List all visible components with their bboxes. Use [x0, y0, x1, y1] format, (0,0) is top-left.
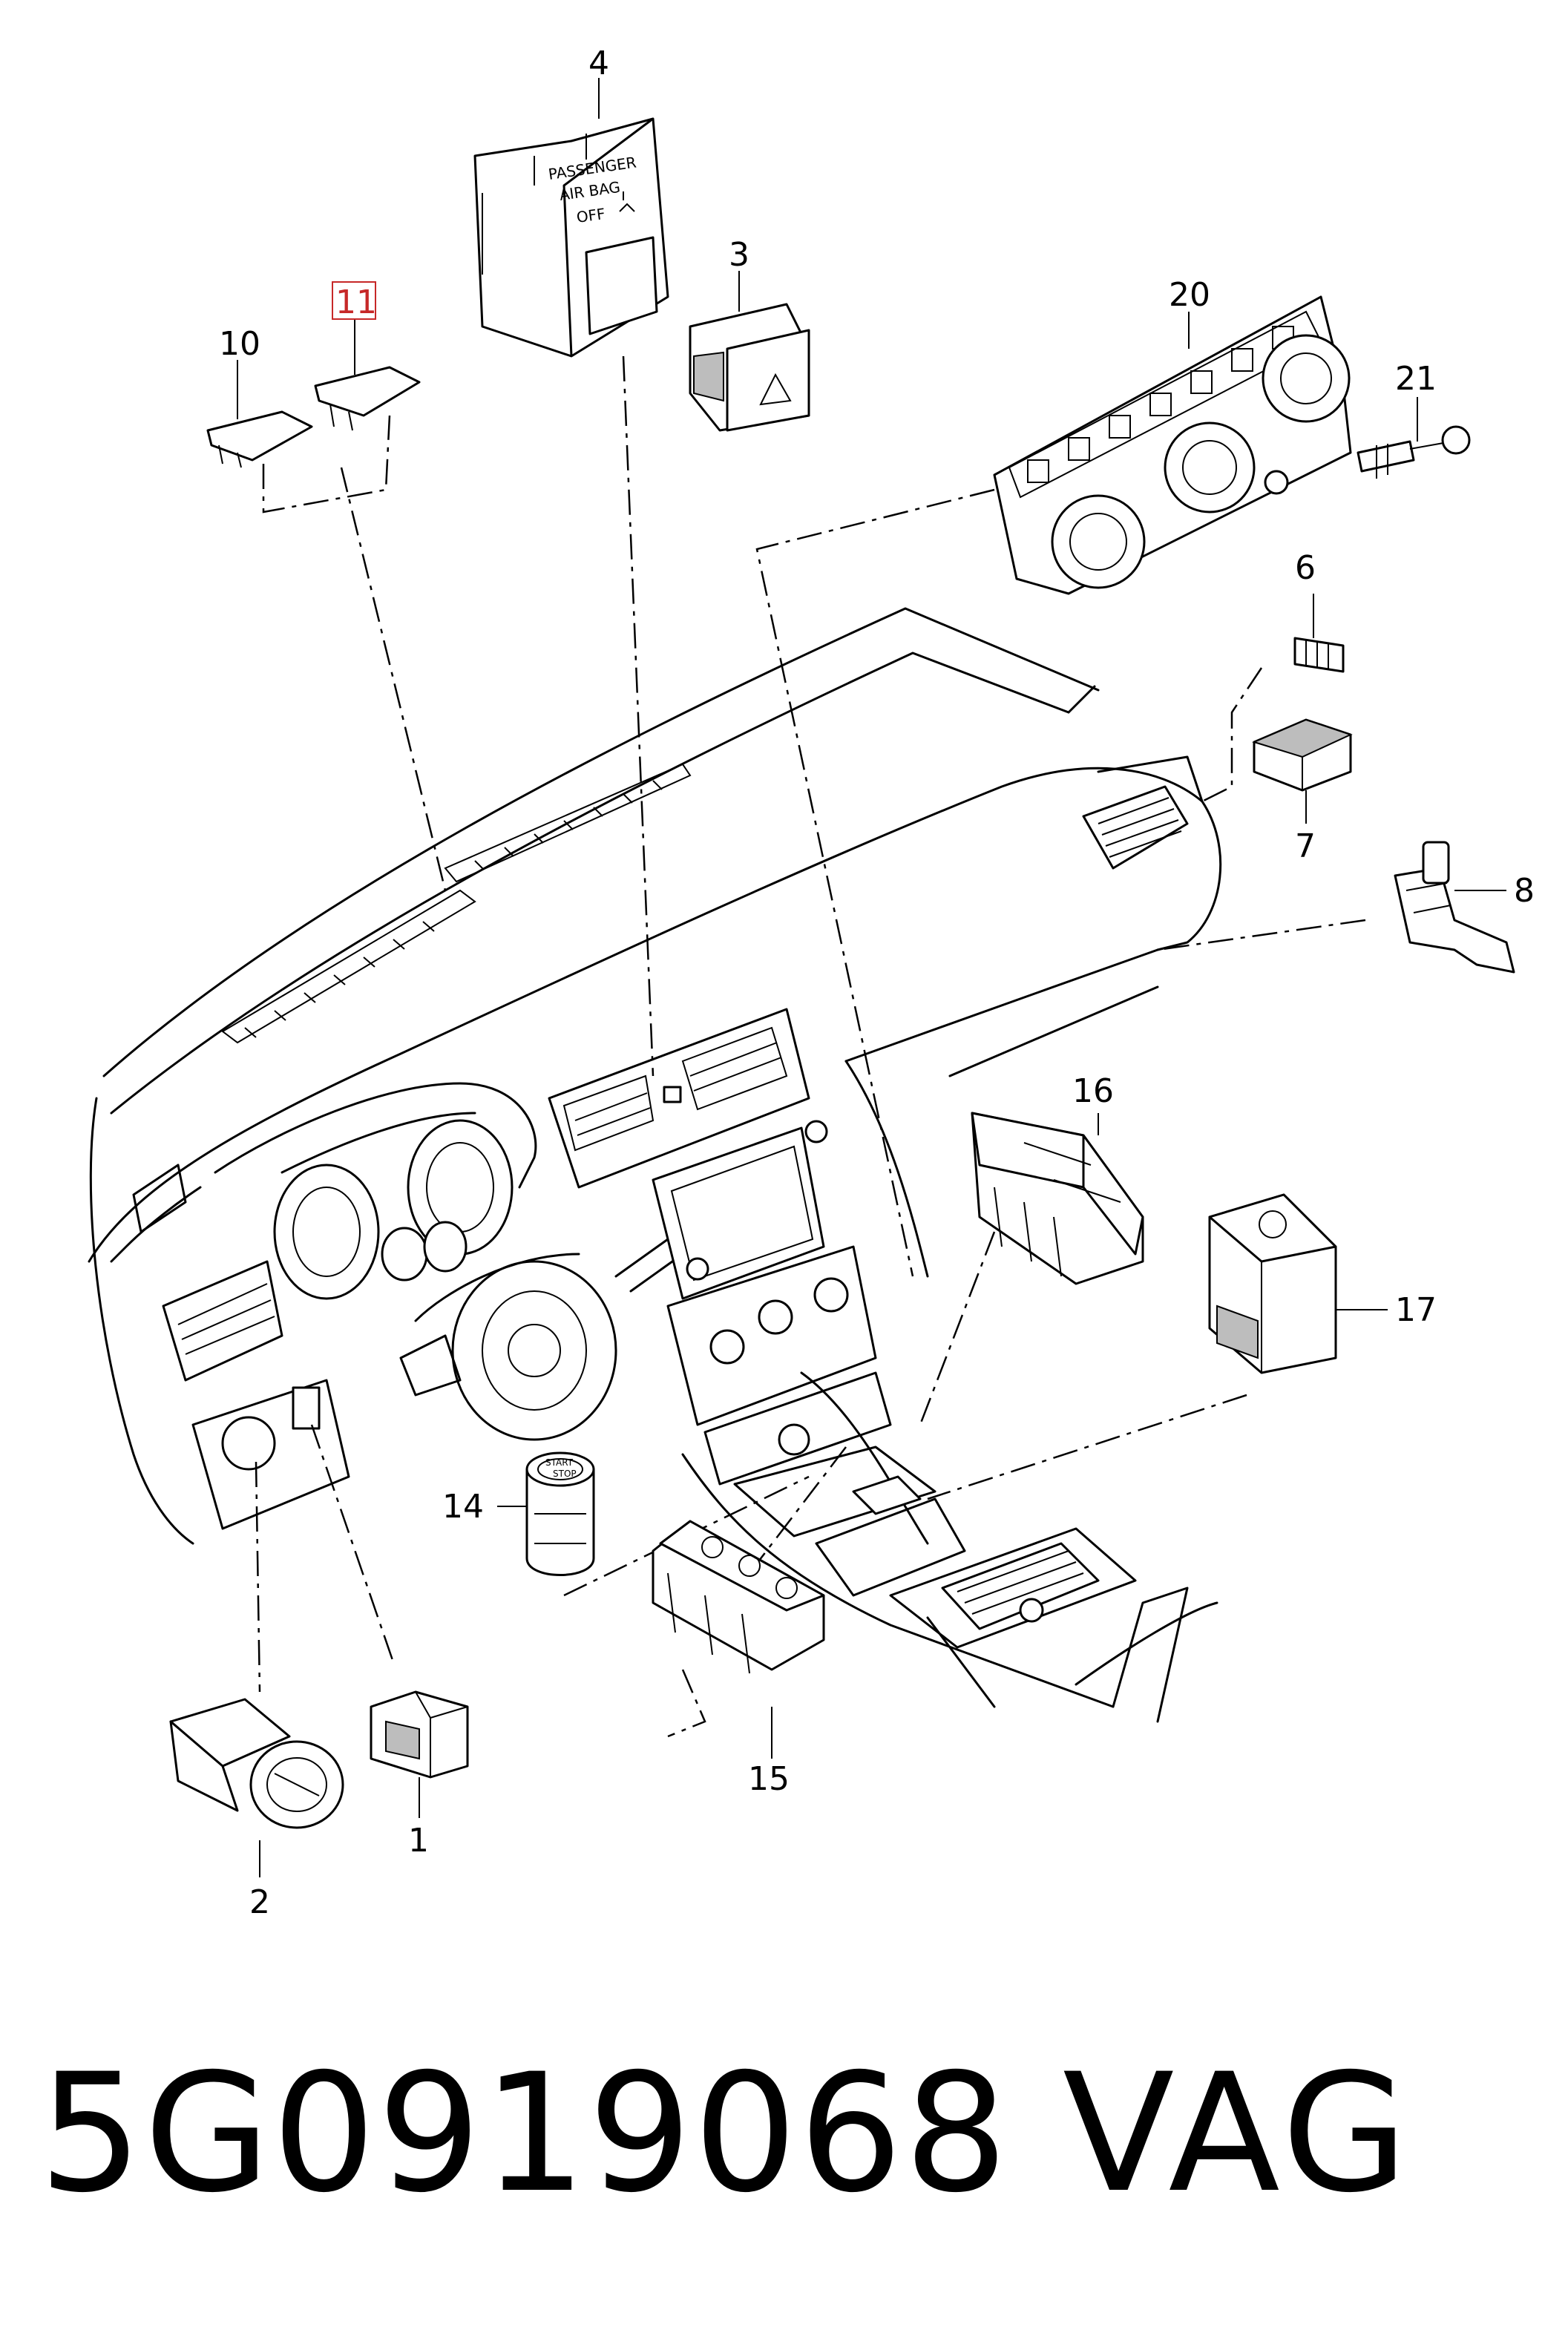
part-21-bulb	[1357, 425, 1471, 479]
callout-15: 15	[748, 1760, 790, 1798]
part-4-airbag-off-panel: PASSENGER AIR BAG OFF	[473, 117, 669, 358]
part-1-small-switch	[370, 1690, 469, 1779]
callout-8: 8	[1514, 872, 1535, 910]
passenger-vent	[1082, 785, 1189, 870]
part-15-switch-cluster	[652, 1520, 825, 1674]
part-14-start-stop-button: START STOP	[525, 1451, 595, 1576]
footer: 5G0919068 VAG	[39, 2037, 1530, 2230]
start-label: START	[545, 1457, 574, 1468]
callout-11-highlight-box	[332, 281, 376, 320]
callout-numbers: 4 3 11 10 20 21 6 7 8 16 17 14 15 2 1	[219, 45, 1535, 1921]
steering-wheel	[399, 1238, 684, 1441]
callout-20: 20	[1169, 276, 1210, 314]
callout-14: 14	[442, 1488, 484, 1526]
part-2-light-switch	[169, 1698, 344, 1829]
part-3-hazard-switch	[689, 303, 810, 432]
callout-11: 11	[335, 283, 377, 321]
callout-4: 4	[588, 45, 609, 82]
part-6-connector	[1293, 637, 1345, 673]
instrument-cluster	[273, 1119, 514, 1300]
part-16-switch-unit	[971, 1112, 1144, 1285]
center-stack	[548, 1008, 929, 1545]
callout-7: 7	[1295, 827, 1316, 865]
brand-label: VAG	[1063, 2038, 1413, 2228]
part-8-bracket-switch	[1394, 841, 1515, 974]
callout-21: 21	[1395, 360, 1437, 398]
part-7-switch-housing	[1252, 718, 1353, 792]
driver-vent	[162, 1260, 283, 1382]
callout-1: 1	[408, 1822, 429, 1860]
part-20-climate-control	[993, 295, 1352, 595]
callout-leaders	[237, 78, 1506, 1877]
part-number: 5G0919068	[39, 2038, 1010, 2228]
callout-16: 16	[1072, 1072, 1114, 1110]
callout-6: 6	[1295, 549, 1316, 587]
airbag-label-line3: OFF	[575, 205, 606, 226]
callout-2: 2	[249, 1883, 270, 1921]
part-11-cap	[314, 366, 421, 431]
callout-3: 3	[729, 236, 749, 274]
dashboard-outline	[88, 607, 1222, 1723]
defrost-grille	[221, 763, 692, 1044]
callout-10: 10	[219, 325, 260, 363]
callout-17: 17	[1395, 1291, 1437, 1329]
part-10-cap	[206, 410, 313, 468]
center-console	[681, 1446, 1218, 1723]
part-17-epb-switch	[1208, 1193, 1337, 1374]
stop-label: STOP	[553, 1469, 577, 1479]
leader-lines	[255, 355, 1366, 1738]
